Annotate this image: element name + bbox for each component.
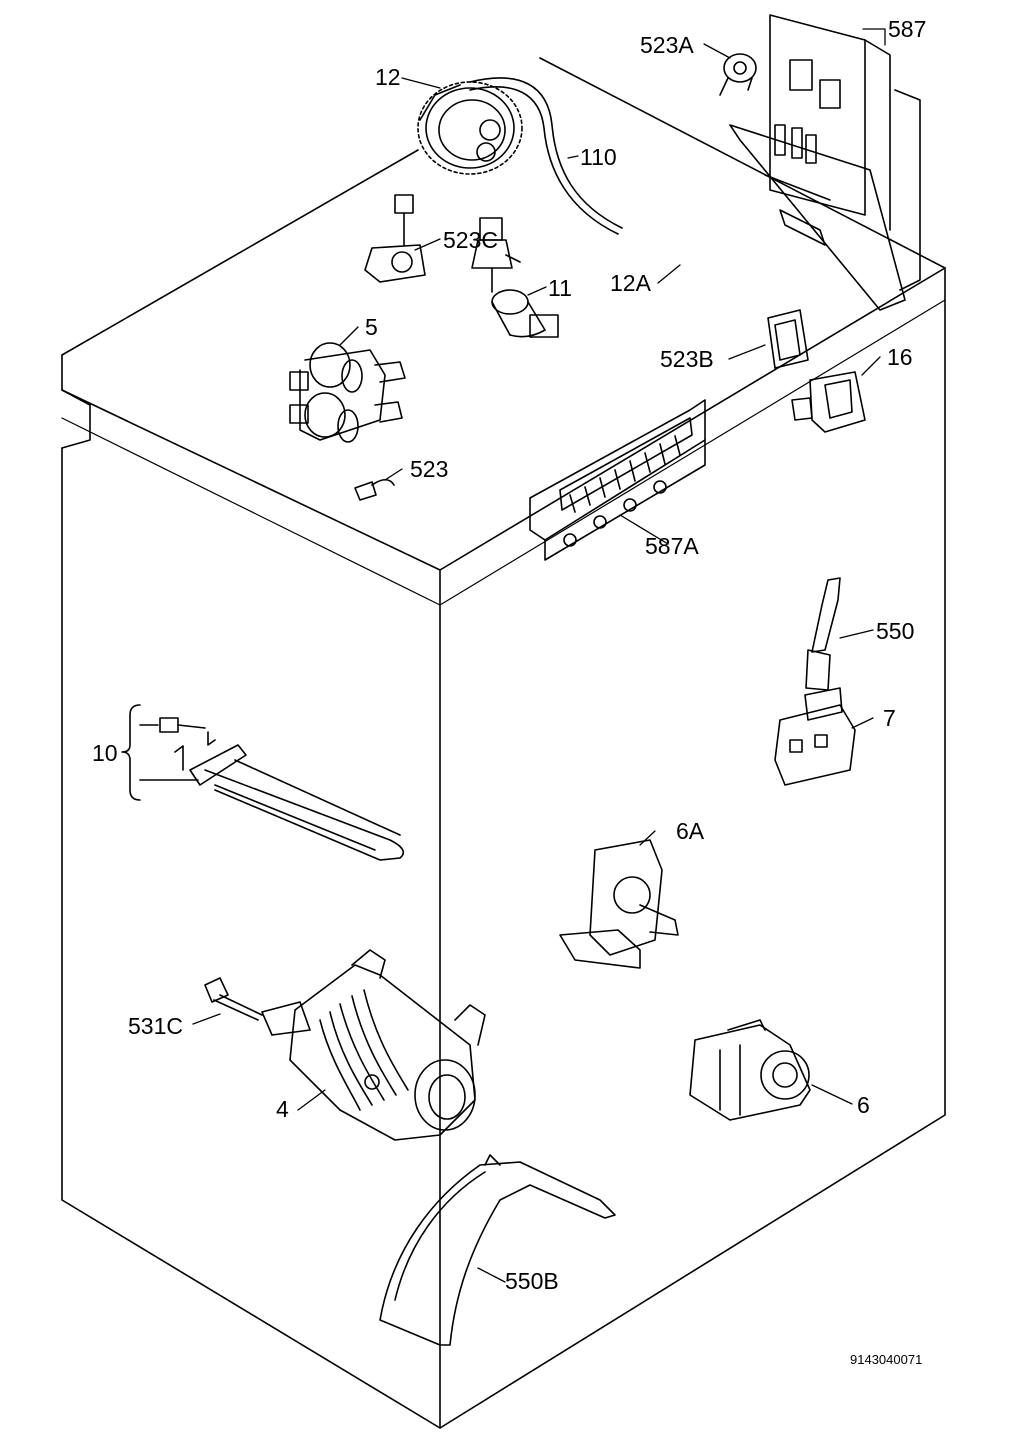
- bracket-10: [122, 705, 198, 800]
- part-12A-sensor: [472, 218, 520, 292]
- label-531C: 531C: [128, 1013, 183, 1039]
- part-16-switch: [792, 372, 865, 432]
- part-12-pressure-switch: [418, 82, 522, 174]
- label-523C: 523C: [443, 227, 498, 253]
- part-6A-pump: [560, 840, 678, 968]
- part-7-door-lock: [775, 688, 855, 785]
- label-523A: 523A: [640, 32, 694, 58]
- label-12: 12: [375, 64, 401, 90]
- part-587-control-board: [730, 15, 920, 310]
- label-550: 550: [876, 618, 915, 644]
- part-550-lever: [806, 578, 840, 690]
- part-587A-panel: [530, 400, 705, 560]
- cabinet-outline: [62, 58, 945, 1428]
- label-587: 587: [888, 16, 927, 42]
- leader-lines: [193, 29, 885, 1282]
- label-11: 11: [548, 275, 572, 301]
- part-531C-bolt: [205, 978, 262, 1020]
- label-6: 6: [857, 1092, 870, 1118]
- label-4: 4: [276, 1096, 289, 1122]
- part-523C-sensor: [365, 195, 425, 282]
- label-7: 7: [883, 705, 896, 731]
- label-12A: 12A: [610, 270, 651, 296]
- label-16: 16: [887, 344, 913, 370]
- document-number: 9143040071: [850, 1352, 923, 1367]
- part-523-connector: [355, 480, 394, 500]
- label-6A: 6A: [676, 818, 705, 844]
- part-110-hose: [470, 78, 622, 234]
- part-523A-switch: [720, 54, 756, 95]
- part-6-drain-pump: [690, 1020, 810, 1120]
- label-5: 5: [365, 314, 378, 340]
- label-523B: 523B: [660, 346, 714, 372]
- label-523: 523: [410, 456, 449, 482]
- part-5-water-valve: [290, 343, 405, 442]
- part-11-capacitor: [492, 290, 558, 337]
- part-10-heating-element: [160, 718, 403, 860]
- label-110: 110: [580, 144, 617, 170]
- part-550B-cover: [380, 1155, 615, 1345]
- part-4-motor: [262, 950, 485, 1140]
- label-550B: 550B: [505, 1268, 559, 1294]
- part-523B-seal: [768, 310, 808, 368]
- label-587A: 587A: [645, 533, 699, 559]
- label-10: 10: [92, 740, 118, 766]
